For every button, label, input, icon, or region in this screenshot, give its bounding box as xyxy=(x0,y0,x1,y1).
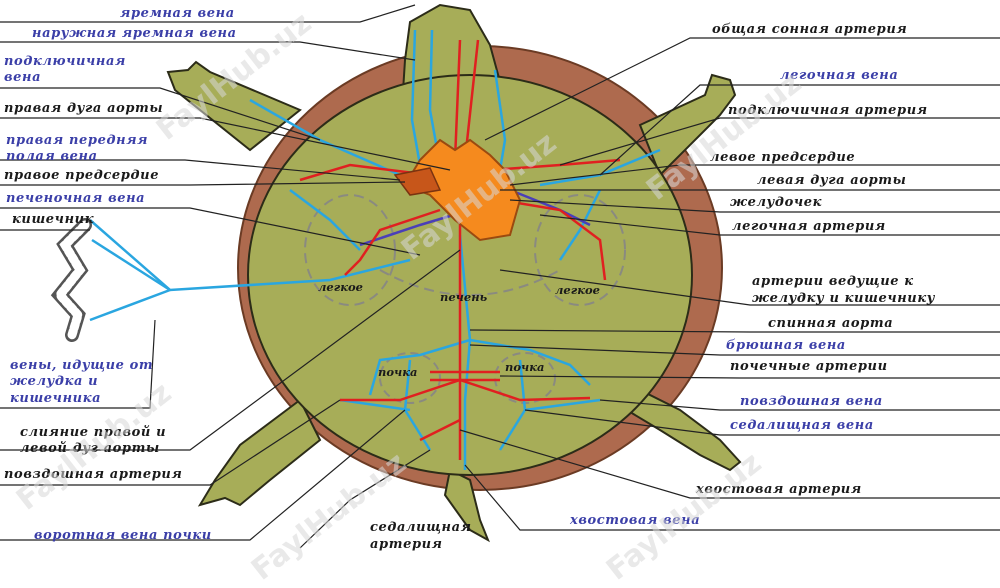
front-left-leg xyxy=(166,60,302,152)
label-veins-from-stomach-3: кишечника xyxy=(10,391,102,406)
label-arteries-to-stomach-1: артерии ведущие к xyxy=(752,274,914,289)
label-external-jugular-vein: наружная яремная вена xyxy=(32,26,237,41)
label-subclavian-vein-2: вена xyxy=(4,70,42,85)
front-right-leg xyxy=(638,73,737,177)
right-atrium-shape xyxy=(393,167,442,196)
label-pulmonary-artery: легочная артерия xyxy=(732,219,886,234)
organ-kidney-right: почка xyxy=(505,360,545,374)
label-dorsal-aorta: спинная аорта xyxy=(768,316,894,331)
body xyxy=(247,74,693,476)
label-ventricle: желудочек xyxy=(730,195,823,210)
label-pulmonary-vein: легочная вена xyxy=(780,68,899,83)
label-subclavian-artery: подключичная артерия xyxy=(728,103,928,118)
label-right-aortic-arch: правая дуга аорты xyxy=(4,101,164,116)
label-iliac-vein: повздошная вена xyxy=(740,394,883,409)
tail xyxy=(443,468,490,543)
label-subclavian-vein-1: подключичная xyxy=(4,54,126,69)
leader-lines xyxy=(0,4,1000,549)
organ-liver: печень xyxy=(440,290,488,304)
lung-right-outline xyxy=(534,194,626,306)
label-sciatic-artery-2: артерия xyxy=(370,537,443,552)
label-aortic-arch-junction-1: слияние правой и xyxy=(20,425,167,440)
label-common-carotid-artery: общая сонная артерия xyxy=(712,22,908,37)
label-veins-from-stomach-1: вены, идущие от xyxy=(10,358,154,373)
label-left-aortic-arch: левая дуга аорты xyxy=(757,173,907,188)
label-sciatic-vein: седалищная вена xyxy=(730,418,874,433)
label-abdominal-vein: брюшная вена xyxy=(726,338,846,353)
organ-lung-left: легкое xyxy=(318,280,363,294)
label-caudal-vein: хвостовая вена xyxy=(570,513,701,528)
veins xyxy=(89,29,661,470)
label-jugular-vein: яремная вена xyxy=(120,6,235,21)
label-left-atrium: левое предсердие xyxy=(710,150,856,165)
label-renal-portal-vein: воротная вена почки xyxy=(34,528,212,543)
label-right-anterior-vena-cava-2: полая вена xyxy=(6,149,98,164)
label-intestine: кишечник xyxy=(12,212,95,227)
label-hepatic-vein: печеночная вена xyxy=(6,191,146,206)
label-veins-from-stomach-2: желудка и xyxy=(10,374,99,389)
kidney-left-outline xyxy=(379,352,441,404)
organ-lung-right: легкое xyxy=(555,283,600,297)
label-sciatic-artery-1: седалищная xyxy=(370,520,472,535)
label-right-atrium: правое предсердие xyxy=(4,168,160,183)
label-aortic-arch-junction-2: левой дуг аорты xyxy=(20,441,160,456)
label-right-anterior-vena-cava-1: правая передняя xyxy=(6,133,149,148)
intestine-coil-inner xyxy=(54,220,90,340)
organ-kidney-left: почка xyxy=(378,365,418,379)
label-arteries-to-stomach-2: желудку и кишечнику xyxy=(752,291,936,306)
label-renal-arteries: почечные артерии xyxy=(730,359,888,374)
label-iliac-artery: повздошная артерия xyxy=(4,467,183,482)
turtle-circulatory-diagram xyxy=(0,3,1000,549)
label-caudal-artery: хвостовая артерия xyxy=(696,482,862,497)
liver-outline xyxy=(379,269,561,296)
